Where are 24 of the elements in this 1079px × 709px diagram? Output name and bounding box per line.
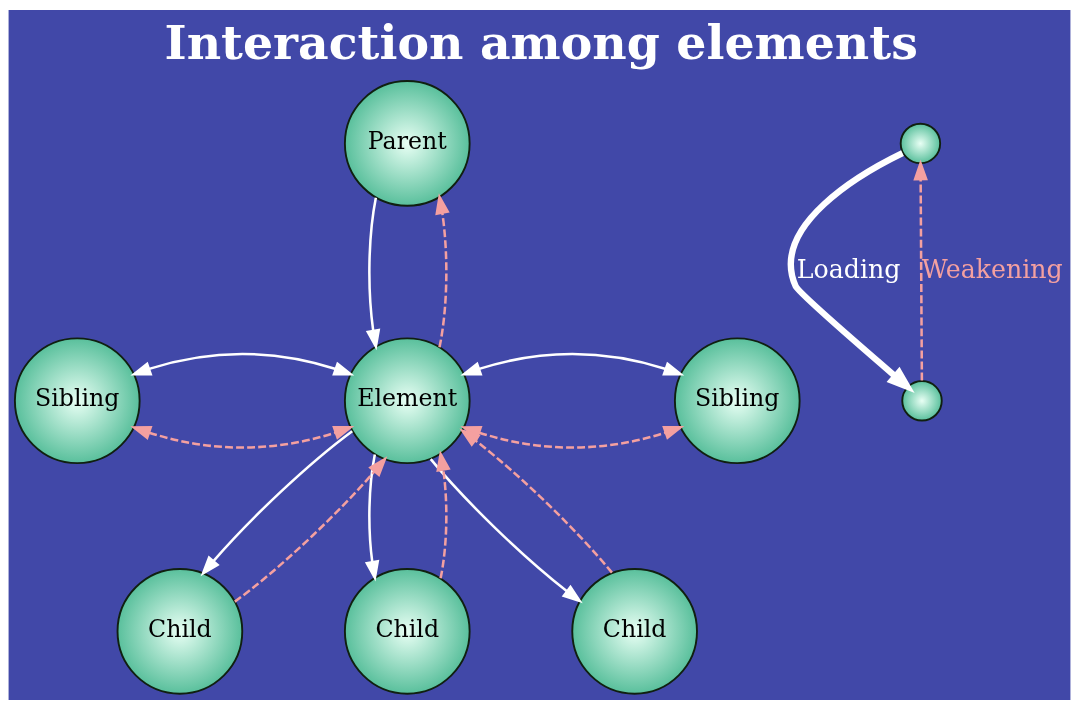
edge-label: Weakening: [921, 254, 1063, 284]
arrow: [436, 449, 451, 579]
node-circle: Sibling: [673, 336, 801, 464]
node-circle: [901, 379, 943, 421]
diagram-title: Interaction among elements: [164, 14, 918, 70]
node-circle: [899, 122, 942, 164]
arrow: [364, 453, 380, 582]
arrow: [200, 429, 353, 576]
node-circle: Parent: [343, 79, 471, 207]
node-circle: Child: [571, 567, 698, 695]
arrow: [130, 352, 355, 376]
node-circle: Sibling: [13, 336, 141, 464]
arrow: [435, 192, 450, 347]
edge-label: Loading: [796, 254, 901, 284]
arrow: [234, 455, 388, 603]
node-circle: Child: [116, 567, 244, 695]
arrow: [788, 149, 915, 393]
arrow: [460, 352, 685, 376]
node-circle: Element: [343, 336, 471, 464]
arrow: [429, 457, 583, 603]
arrow: [130, 425, 355, 449]
node-circle: Child: [343, 567, 471, 695]
arrow: [365, 196, 381, 350]
arrow: [913, 158, 928, 380]
